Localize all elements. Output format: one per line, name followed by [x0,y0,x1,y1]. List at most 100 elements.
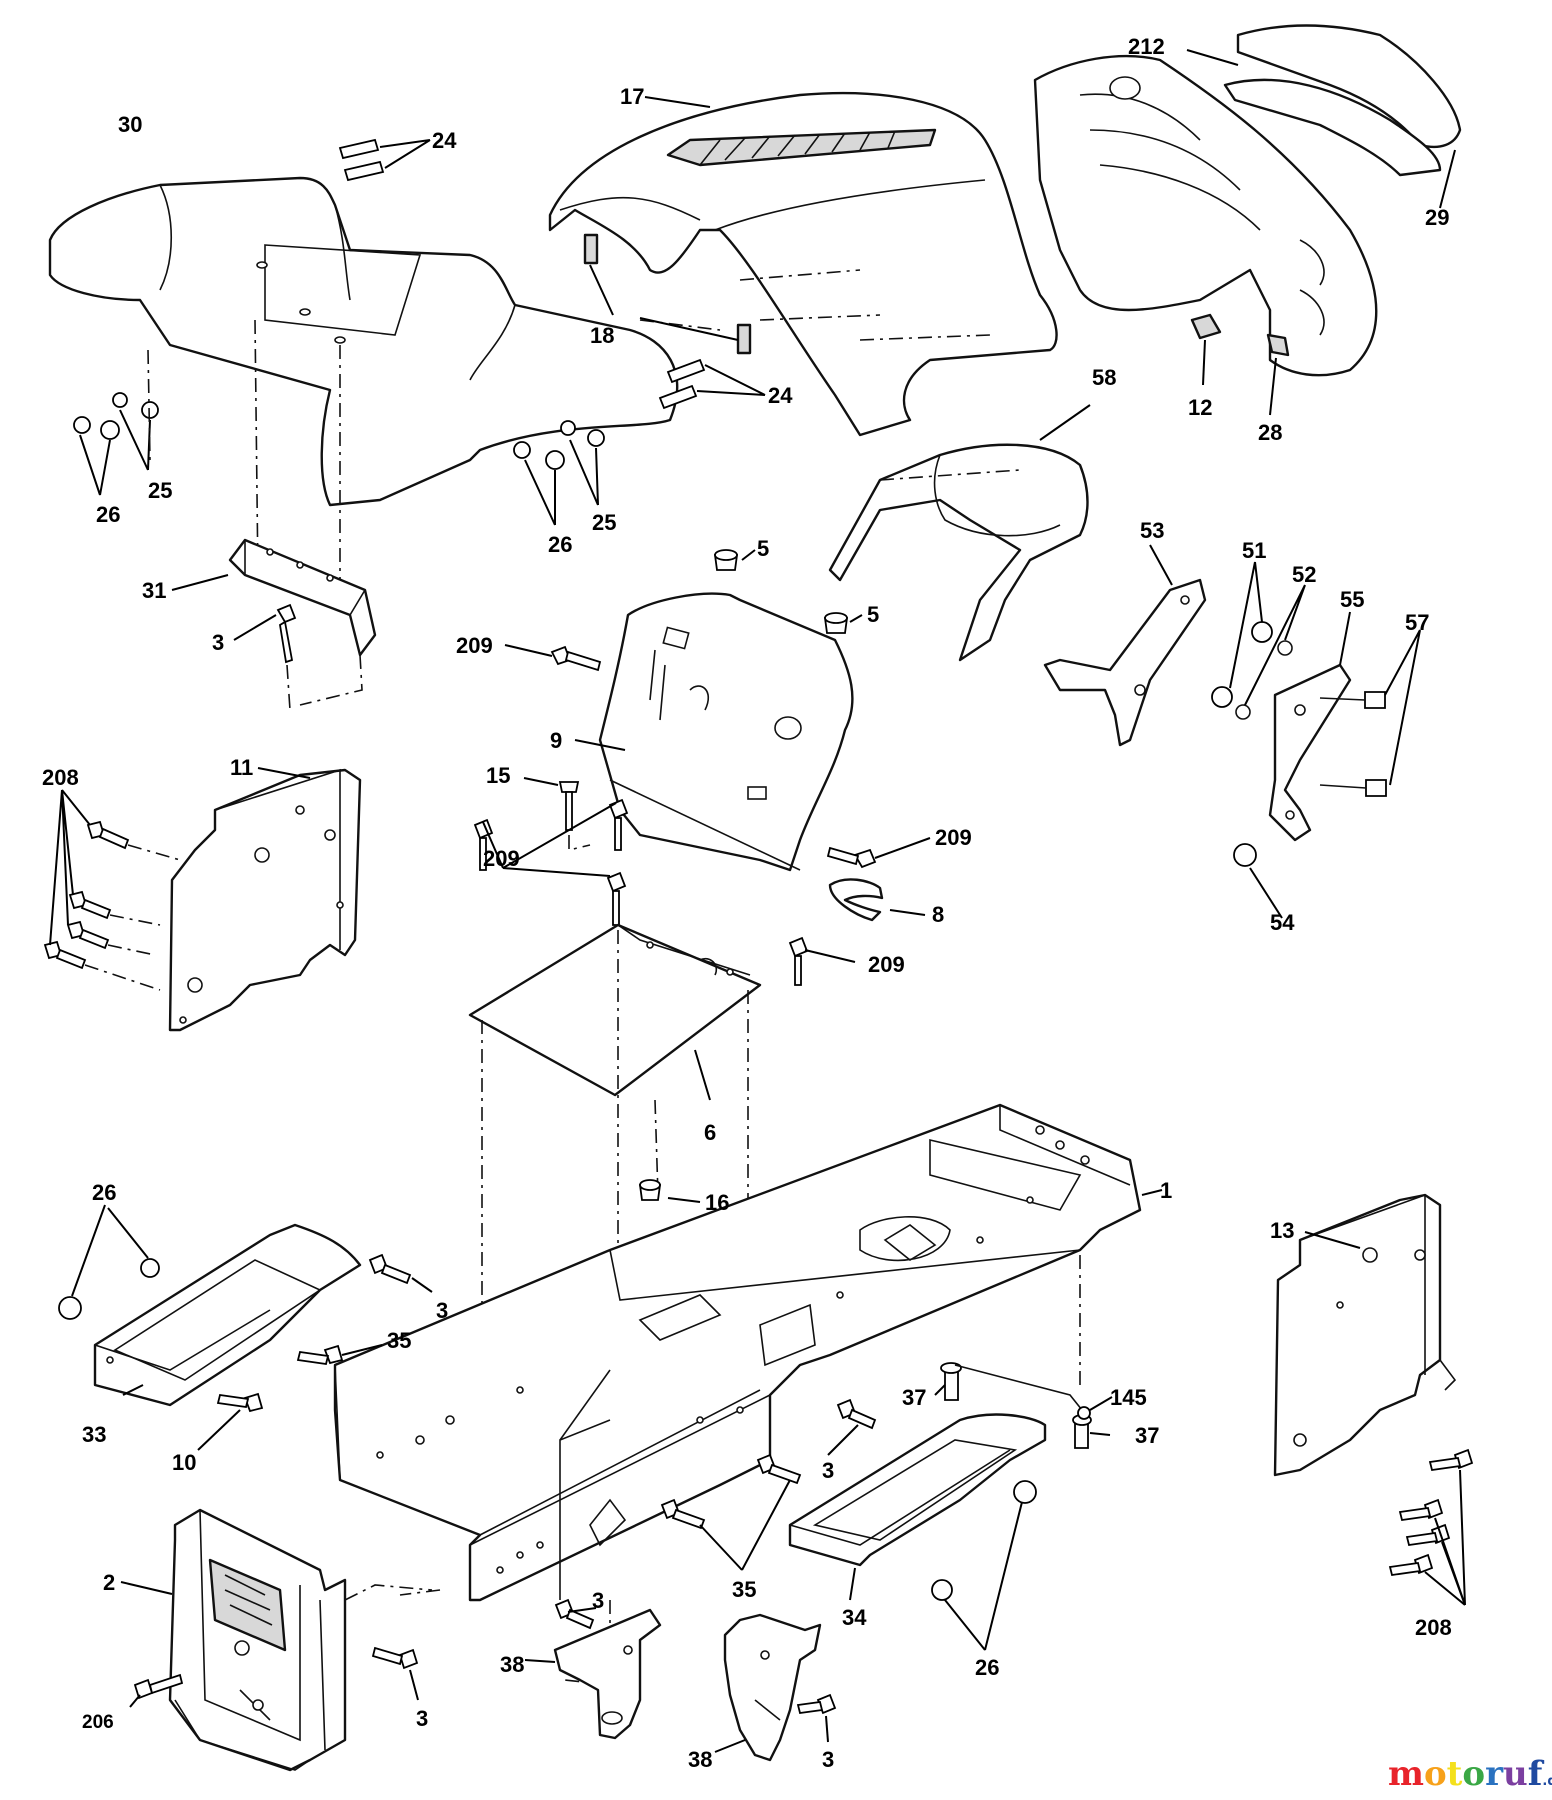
label-1: 1 [1160,1178,1172,1203]
watermark-letter: o [1424,1754,1447,1794]
label-5-right: 5 [867,602,879,627]
label-37-lower: 37 [1135,1423,1159,1448]
label-30: 30 [118,112,142,137]
label-26-footrest-right: 26 [975,1655,999,1680]
label-206: 206 [82,1712,114,1733]
part-38-bracket-right [714,1613,822,1762]
label-10: 10 [172,1450,196,1475]
label-28: 28 [1258,420,1282,445]
label-9: 9 [550,728,562,753]
watermark-letter: r [1485,1754,1504,1794]
label-6: 6 [704,1120,716,1145]
part-38-bracket-left [524,1608,662,1740]
label-35-frame: 35 [732,1577,756,1602]
label-33: 33 [82,1422,106,1447]
label-212: 212 [1128,34,1165,59]
label-12: 12 [1188,395,1212,420]
label-16: 16 [705,1190,729,1215]
label-209-plate: 209 [483,846,520,871]
watermark-suffix: .de [1542,1774,1552,1789]
part-3-screw-frame [827,1398,877,1456]
watermark-letter: o [1462,1754,1485,1794]
part-55-pedal-bracket [1268,611,1352,842]
label-13: 13 [1270,1218,1294,1243]
svg-text:motoruf.de: motoruf.de [1388,1754,1552,1794]
part-34-footrest-right [788,1413,1047,1601]
label-3-bracket: 3 [212,630,224,655]
watermark-letter: u [1503,1754,1528,1794]
label-38-left: 38 [500,1652,524,1677]
label-24-mid: 24 [768,383,793,408]
part-51-52-nuts [1211,561,1306,720]
part-9-dash-panel [574,592,854,872]
part-1-frame [333,1103,1163,1686]
label-35-footrest: 35 [387,1328,411,1353]
part-5-bumpers [713,549,863,634]
label-51: 51 [1242,538,1266,563]
part-57-bolts [1319,629,1421,797]
watermark-brand: motoruf [1388,1754,1545,1794]
watermark-letter: t [1447,1754,1463,1794]
part-33-footrest-left [93,1223,362,1407]
label-145: 145 [1110,1385,1147,1410]
part-31-bracket [171,538,377,657]
part-3-screw-bracket [233,603,363,711]
label-57: 57 [1405,610,1429,635]
watermark-letter: f [1528,1754,1545,1794]
label-208-left: 208 [42,765,79,790]
part-6-plate [468,923,762,1385]
label-209-lower: 209 [868,952,905,977]
part-3-screw-38-left [554,1598,597,1630]
label-31: 31 [142,578,166,603]
part-24-screws-mid [658,358,766,410]
part-8-clip [828,878,926,922]
part-11-side-panel [168,767,362,1032]
part-58-shroud [828,404,1091,662]
label-25-left: 25 [148,478,172,503]
part-12-clip [1190,313,1222,386]
label-3-hitch: 3 [416,1706,428,1731]
part-212-grille-housing [1033,49,1378,377]
part-28-bracket [1266,333,1290,416]
part-209-screw-right [788,936,856,986]
part-206-screw [129,1673,184,1708]
part-10-bolt [197,1392,264,1451]
part-26-nuts-footrest [58,1204,160,1320]
label-8: 8 [932,902,944,927]
part-54-knob [1233,843,1283,919]
part-209-screw-dash-left [504,644,602,672]
part-208-bolts-right [1388,1448,1474,1606]
label-26-right: 26 [548,532,572,557]
label-37-upper: 37 [902,1385,926,1410]
label-3-frame: 3 [822,1458,834,1483]
part-208-bolts-left [43,789,181,991]
label-11: 11 [230,755,253,780]
label-18: 18 [590,323,614,348]
part-35-bolt-footrest [296,1344,383,1366]
part-145-pin [1077,1396,1113,1420]
part-53-bracket [1043,544,1207,747]
part-13-side-panel-right [1273,1193,1457,1477]
label-25-right: 25 [592,510,616,535]
part-209-screw-dash-right [826,837,931,869]
part-37-bolts [934,1362,1111,1449]
label-2: 2 [103,1570,115,1595]
part-24-screws-top [338,138,431,182]
label-24-top: 24 [432,128,457,153]
label-3-footrest: 3 [436,1298,448,1323]
label-58: 58 [1092,365,1116,390]
watermark-letter: m [1388,1754,1424,1794]
label-208-right: 208 [1415,1615,1452,1640]
watermark-logo: motoruf.de [1388,1754,1552,1794]
part-3-screw-hitch [371,1646,419,1701]
label-38-right: 38 [688,1747,712,1772]
label-3-38-left: 3 [592,1588,604,1613]
part-16-nut [638,1179,701,1203]
part-15-screw [523,777,591,852]
label-26-left: 26 [96,502,120,527]
part-30-fender [48,176,679,507]
label-209-left: 209 [456,633,493,658]
part-26-nuts-footrest-right [931,1480,1037,1651]
label-209-right: 209 [935,825,972,850]
